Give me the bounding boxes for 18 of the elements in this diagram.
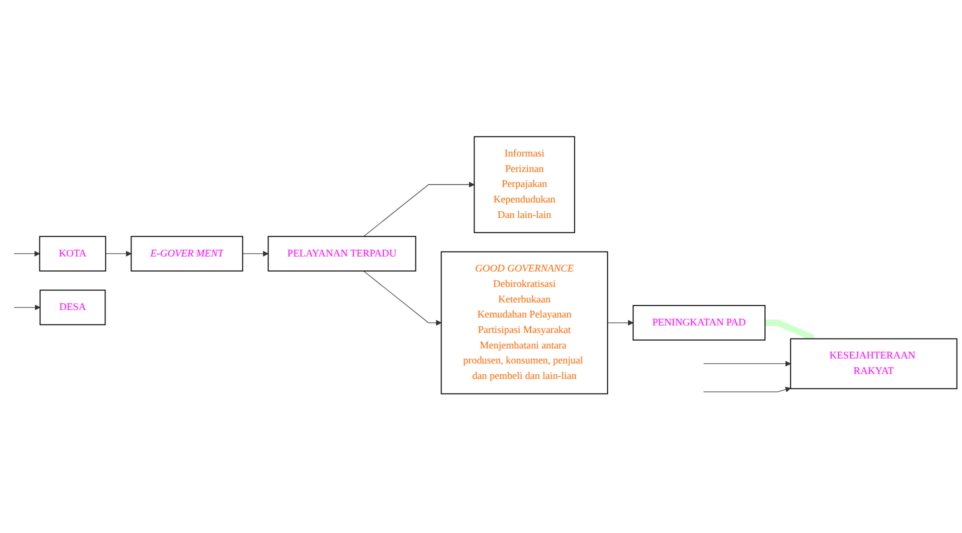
node-box: DESA: [40, 290, 106, 326]
arrow: [363, 270, 442, 326]
arrow: [105, 250, 132, 257]
node-box: GOOD GOVERNANCE Debirokratisasi Keterbukaan Kemudahan Pelayanan Partisipasi Masyarakat Menjembatani antara produsen, konsumen, penjual dan pembeli dan lain-lian: [440, 251, 608, 394]
arrow: [242, 250, 268, 257]
node-box: PENINGKATAN PAD: [632, 305, 766, 341]
arrow: [765, 320, 816, 341]
arrow: [703, 386, 791, 392]
arrow: [703, 360, 791, 367]
arrow: [363, 182, 475, 237]
node-box: PELAYANAN TERPADU: [268, 236, 416, 272]
node-box: E-GOVER MENT: [130, 236, 244, 272]
node-box: Informasi Perizinan Perpajakan Kependudukan Dan lain-lain: [474, 136, 576, 234]
arrow: [14, 250, 40, 257]
arrow: [607, 320, 634, 326]
arrow: [14, 304, 40, 310]
node-box: KESEJAHTERAAN RAKYAT: [790, 338, 958, 390]
node-box: KOTA: [39, 236, 106, 272]
